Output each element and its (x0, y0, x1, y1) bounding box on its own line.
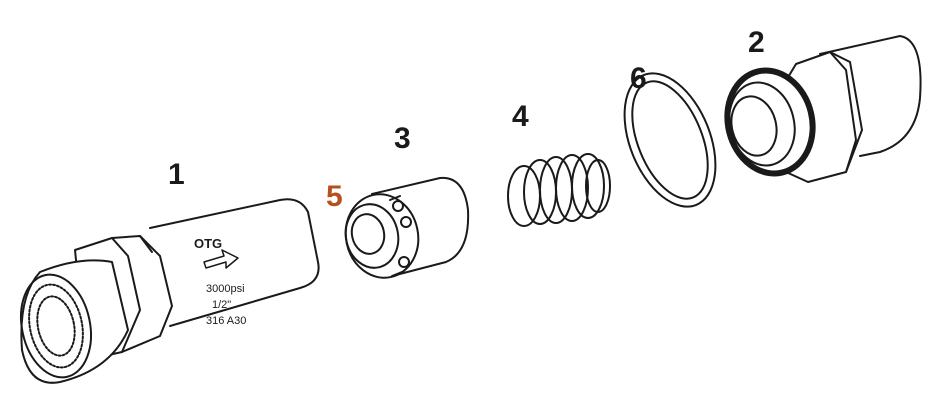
spring-part (507, 153, 611, 227)
seal-ring-part (623, 72, 717, 208)
flow-arrow-icon (203, 249, 239, 269)
brand-marking: OTG (194, 236, 222, 251)
callout-3: 3 (394, 122, 411, 155)
callout-2: 2 (748, 26, 765, 59)
callout-4: 4 (512, 100, 529, 133)
valve-body-part (20, 198, 320, 384)
pressure-marking: 3000psi (206, 283, 245, 295)
callout-5: 5 (326, 180, 343, 213)
material-marking: 316 A30 (206, 315, 246, 327)
callout-6: 6 (630, 62, 647, 95)
callout-1: 1 (168, 158, 185, 191)
end-cap-part (724, 35, 922, 183)
size-marking: 1/2" (212, 299, 231, 311)
poppet-assembly-part (344, 176, 470, 279)
